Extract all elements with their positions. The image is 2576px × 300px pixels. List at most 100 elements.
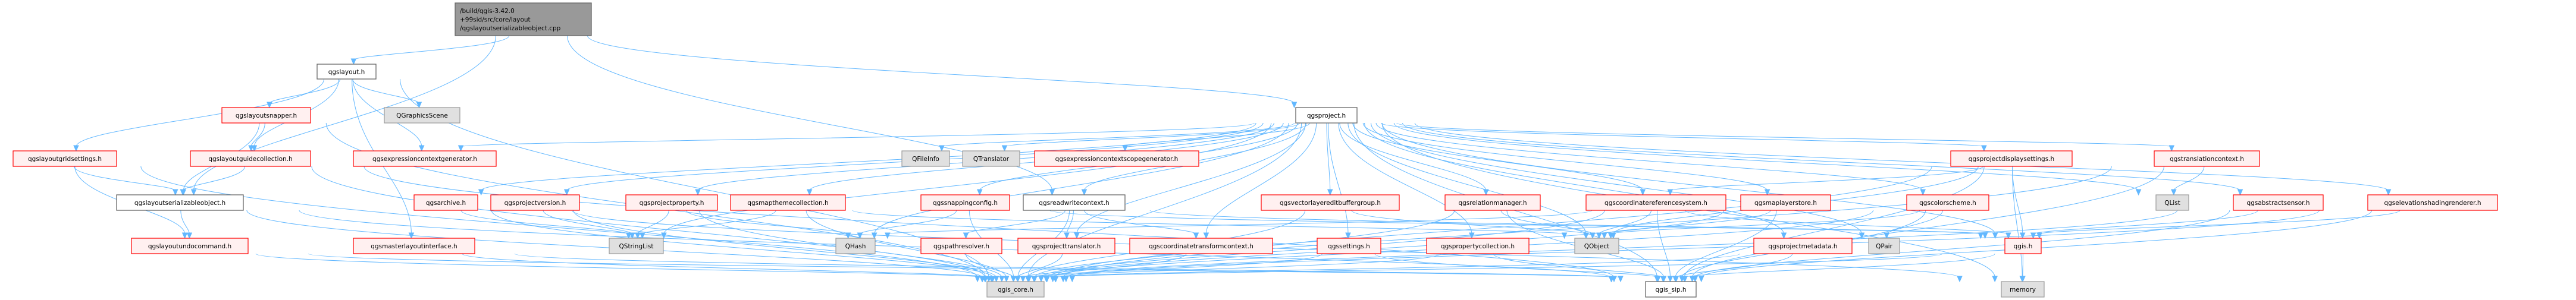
arrowhead-qgssettings-to-qgis_sip: [1655, 276, 1661, 283]
node-label: qgssettings.h: [1328, 243, 1370, 250]
node-qgsprojecttranslator[interactable]: qgsprojecttranslator.h: [1017, 238, 1115, 254]
node-box: [1034, 150, 1199, 167]
node-box: [1295, 107, 1358, 124]
node-qgsexpressioncontextscopegenerator[interactable]: qgsexpressioncontextscopegenerator.h: [1034, 150, 1199, 167]
node-box: [962, 150, 1020, 167]
arrowhead-qgslayoutguidecollection-to-qgslayoutserializableobject: [180, 189, 186, 196]
node-qgslayoutundocommand[interactable]: qgslayoutundocommand.h: [131, 238, 249, 254]
edge-qgstranslationcontext-to-QList: [2173, 166, 2205, 191]
node-qgssettings[interactable]: qgssettings.h: [1317, 238, 1381, 254]
node-QHash[interactable]: QHash: [835, 238, 876, 254]
node-qgslayout[interactable]: qgslayout.h: [316, 64, 377, 80]
arrowhead-qgsproject-to-qgsmaplayerstore: [1764, 189, 1770, 196]
node-QGraphicsScene[interactable]: QGraphicsScene: [384, 107, 460, 124]
arrowhead-root-to-qgsproject: [1291, 102, 1298, 109]
node-label: /qgslayoutserializableobject.cpp: [460, 25, 561, 32]
arrowhead-qgsprojectversion-to-QStringList: [629, 232, 635, 239]
node-qgssnappingconfig[interactable]: qgssnappingconfig.h: [920, 194, 1010, 211]
node-qgis_sip[interactable]: qgis_sip.h: [1645, 281, 1697, 298]
arrowhead-qgscolorscheme-to-QPair: [1884, 232, 1890, 239]
node-label: QHash: [845, 243, 866, 250]
node-QTranslator[interactable]: QTranslator: [962, 150, 1020, 167]
edge-qgsreadwritecontext-to-qgis: [1149, 210, 1986, 235]
node-qgsmapthemecollection[interactable]: qgsmapthemecollection.h: [730, 194, 846, 211]
edge-qgsproject-to-qgsrelationmanager: [1339, 122, 1487, 191]
node-qgsprojectproperty[interactable]: qgsprojectproperty.h: [625, 194, 718, 211]
edge-root-to-qgsproject: [587, 35, 1295, 104]
edge-qgsproject-to-QHash: [874, 122, 1289, 235]
node-qgsvectorlayereditbuffergroup[interactable]: qgsvectorlayereditbuffergroup.h: [1261, 194, 1400, 211]
node-box: [490, 194, 580, 211]
node-QObject[interactable]: QObject: [1574, 238, 1619, 254]
arrowhead-qgsprojecttranslator-to-qgis_core: [1014, 276, 1021, 283]
edge-qgstranslationcontext-to-qgis_sip: [1692, 166, 2164, 278]
node-QList[interactable]: QList: [2155, 194, 2189, 211]
arrowhead-qgsproject-to-qgsmapthemecollection: [806, 189, 813, 196]
arrowhead-qgsproject-to-qgsprojectproperty: [695, 189, 701, 196]
node-label: qgsabstractsensor.h: [2247, 200, 2310, 207]
node-qgsrelationmanager[interactable]: qgsrelationmanager.h: [1444, 194, 1541, 211]
edge-qgsprojecttranslator-to-qgis_core: [1017, 253, 1063, 278]
edge-qgssnappingconfig-to-qgis: [1049, 210, 1981, 235]
node-qgselevationshadingrenderer[interactable]: qgselevationshadingrenderer.h: [2367, 194, 2498, 211]
node-qgsexpressioncontextgenerator[interactable]: qgsexpressioncontextgenerator.h: [353, 150, 497, 167]
node-QStringList[interactable]: QStringList: [609, 238, 664, 254]
node-qgscoordinatetransformcontext[interactable]: qgscoordinatetransformcontext.h: [1129, 238, 1273, 254]
node-label: qgsprojectversion.h: [504, 200, 566, 207]
node-QPair[interactable]: QPair: [1868, 238, 1900, 254]
node-qgsmasterlayoutinterface[interactable]: qgsmasterlayoutinterface.h: [353, 238, 475, 254]
node-qgslayoutserializableobject[interactable]: qgslayoutserializableobject.h: [116, 194, 244, 211]
node-label: qgspropertycollection.h: [1441, 243, 1515, 250]
edge-qgsmapthemecollection-to-qgis_core: [806, 210, 1007, 278]
node-label: QPair: [1876, 243, 1892, 250]
edge-qgsreadwritecontext-to-qgsprojecttranslator: [1066, 210, 1074, 235]
arrowhead-qgsproject-to-qgsprojectversion: [563, 189, 570, 196]
edge-qgsprojectdisplaysettings-to-qgis_core: [1055, 166, 1932, 278]
arrowhead-qgsproject-to-qgspropertycollection: [1469, 232, 1475, 239]
nodes-layer: /build/qgis-3.42.0+99sid/src/core/layout…: [12, 2, 2498, 298]
node-qgslayoutsnapper[interactable]: qgslayoutsnapper.h: [221, 107, 311, 124]
node-label: +99sid/src/core/layout: [460, 16, 531, 23]
node-QFileInfo[interactable]: QFileInfo: [901, 150, 950, 167]
edge-qgslayoutserializableobject-to-qgslayoutundocommand: [180, 210, 190, 235]
edge-qgsprojectmetadata-to-qgis_core: [1046, 253, 1741, 278]
arrowhead-qgsmaplayerstore-to-QObject: [1601, 232, 1607, 239]
arrowhead-qgsprojectdisplaysettings-to-QObject: [1610, 232, 1616, 239]
edge-qgsproject-to-qgsmaplayerstore: [1362, 122, 1768, 191]
node-qgsproject[interactable]: qgsproject.h: [1295, 107, 1358, 124]
edge-qgsproject-to-QList: [1393, 122, 2139, 191]
edge-qgsmaplayerstore-to-qgis_core: [1046, 210, 1725, 278]
node-box: [1753, 238, 1853, 254]
node-qgsprojectversion[interactable]: qgsprojectversion.h: [490, 194, 580, 211]
node-qgscolorscheme[interactable]: qgscolorscheme.h: [1906, 194, 1989, 211]
node-box: [1017, 238, 1115, 254]
arrowhead-qgspropertycollection-to-qgis_core: [1031, 276, 1037, 283]
node-qgspathresolver[interactable]: qgspathresolver.h: [920, 238, 1002, 254]
node-qgsmaplayerstore[interactable]: qgsmaplayerstore.h: [1740, 194, 1831, 211]
node-qgsarchive[interactable]: qgsarchive.h: [413, 194, 478, 211]
arrowhead-qgspathresolver-to-qgis_core: [1010, 276, 1017, 283]
arrowhead-qgsproject-to-QFileInfo: [939, 145, 945, 152]
arrowhead-qgscoordinatereferencesystem-to-QHash: [885, 232, 891, 239]
node-qgspropertycollection[interactable]: qgspropertycollection.h: [1426, 238, 1530, 254]
node-qgslayoutguidecollection[interactable]: qgslayoutguidecollection.h: [190, 150, 311, 167]
node-qgslayoutgridsettings[interactable]: qgslayoutgridsettings.h: [12, 150, 117, 167]
node-qgsprojectdisplaysettings[interactable]: qgsprojectdisplaysettings.h: [1950, 150, 2073, 167]
arrowhead-qgsproject-to-qgssettings: [1345, 232, 1351, 239]
node-qgsreadwritecontext[interactable]: qgsreadwritecontext.h: [1023, 194, 1126, 211]
node-box: [2233, 194, 2324, 211]
edge-qgsproject-to-qgselevationshadingrenderer: [1414, 122, 2389, 191]
node-qgsprojectmetadata[interactable]: qgsprojectmetadata.h: [1753, 238, 1853, 254]
node-qgsabstractsensor[interactable]: qgsabstractsensor.h: [2233, 194, 2324, 211]
edge-qgsproject-to-qgscoordinatereferencesystem: [1352, 122, 1643, 191]
node-label: qgsprojectmetadata.h: [1768, 243, 1837, 250]
node-qgstranslationcontext[interactable]: qgstranslationcontext.h: [2154, 150, 2260, 167]
node-memory[interactable]: memory: [2001, 281, 2045, 298]
node-qgis_core[interactable]: qgis_core.h: [986, 281, 1045, 298]
node-label: qgssnappingconfig.h: [933, 200, 998, 207]
arrowhead-qgsproject-to-QPair: [1859, 232, 1865, 239]
node-qgscoordinatereferencesystem[interactable]: qgscoordinatereferencesystem.h: [1585, 194, 1726, 211]
node-root[interactable]: /build/qgis-3.42.0+99sid/src/core/layout…: [455, 2, 592, 36]
arrowhead-qgsprojectproperty-to-qgis_core: [999, 276, 1005, 283]
node-qgis[interactable]: qgis.h: [2004, 238, 2042, 254]
